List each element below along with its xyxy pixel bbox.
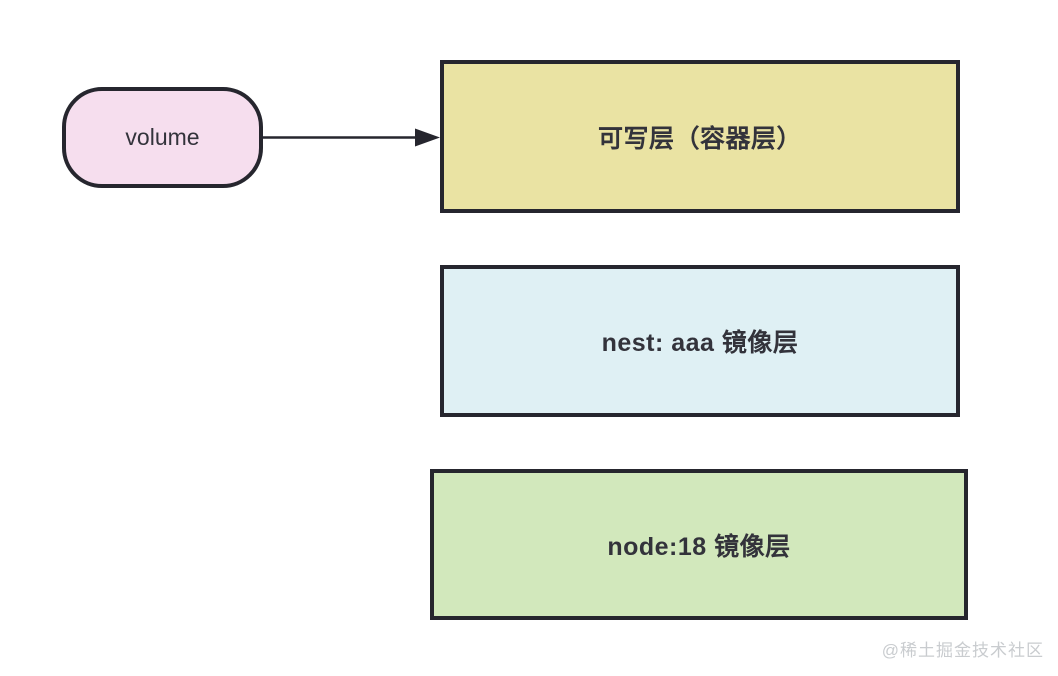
arrow-head-icon <box>415 128 440 147</box>
layer-writable-label: 可写层（容器层） <box>597 124 802 153</box>
volume-to-writable-arrow <box>263 128 440 147</box>
layer-nest-label: nest: aaa 镜像层 <box>601 329 799 357</box>
volume-node-label: volume <box>125 124 200 150</box>
layer-box-node-image: node:18 镜像层 <box>430 469 968 620</box>
watermark: @稀土掘金技术社区 <box>881 641 1044 660</box>
volume-node: volume <box>62 87 263 188</box>
layer-node-label: node:18 镜像层 <box>607 532 791 561</box>
layer-box-writable: 可写层（容器层） <box>440 60 960 213</box>
layer-box-nest-image: nest: aaa 镜像层 <box>440 265 960 417</box>
